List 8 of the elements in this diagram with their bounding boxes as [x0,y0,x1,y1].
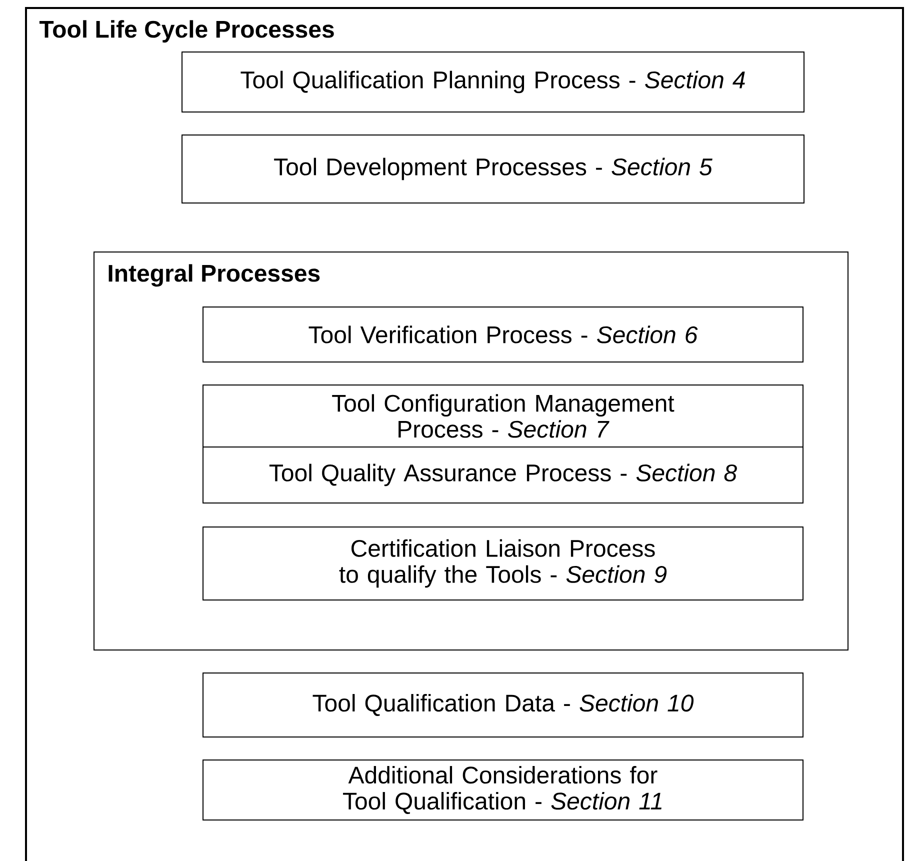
process-box: Tool Verification Process - Section 6 [202,306,804,362]
process-box: Additional Considerations for Tool Qualification - Section 11 [202,759,804,820]
process-box: Tool Development Processes - Section 5 [182,134,804,204]
process-box: Tool Quality Assurance Process - Section 8 [202,446,804,504]
process-box: Tool Qualification Planning Process - Section 4 [182,51,804,112]
process-box: Certification Liaison Process to qualify the Tools - Section 9 [202,526,804,600]
process-box: Tool Configuration Management Process - Section 7 [202,384,804,448]
process-box: Tool Qualification Data - Section 10 [202,672,804,738]
